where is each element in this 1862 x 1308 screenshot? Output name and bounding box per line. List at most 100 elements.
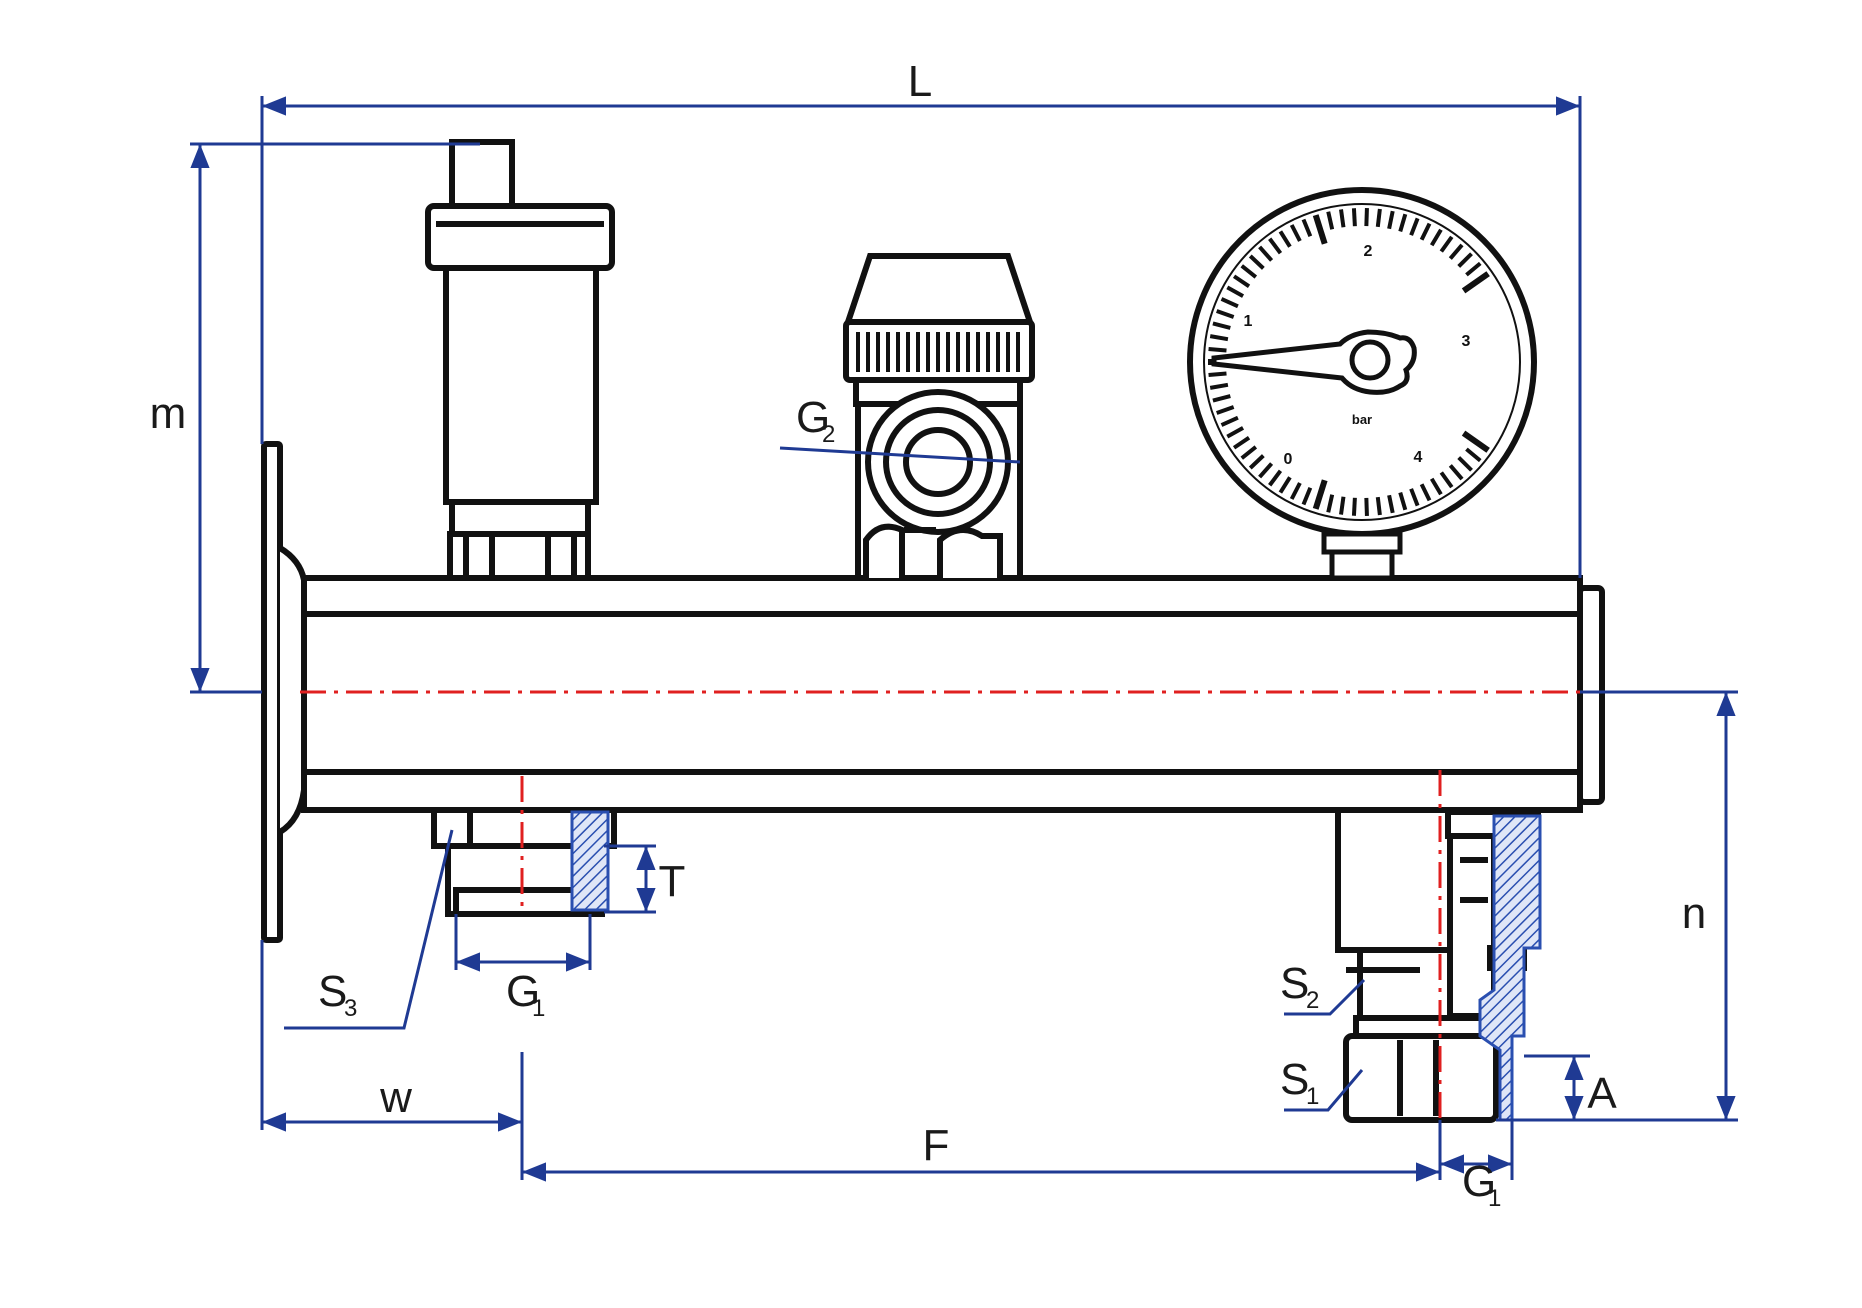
gauge-tick (1289, 224, 1302, 242)
gauge-tick (1409, 217, 1420, 236)
dimension-label-L: L (908, 57, 932, 106)
centerlines (300, 690, 1580, 1120)
svg-text:G: G (796, 393, 830, 442)
gauge-tick (1208, 347, 1227, 353)
gauge-tick (1268, 237, 1283, 255)
gauge-tick (1301, 218, 1313, 237)
dimension-label-m: m (150, 389, 187, 438)
gauge-tick (1226, 426, 1245, 439)
pressure-gauge: 0 1 2 3 4 bar (1187, 187, 1537, 581)
gauge-tick (1326, 494, 1335, 513)
gauge-tick (1278, 476, 1292, 494)
gauge-tick (1351, 497, 1357, 516)
callout-S3: S 3 (318, 967, 357, 1022)
gauge-tick (1387, 494, 1395, 514)
gauge-tick (1364, 208, 1369, 227)
gauge-tick (1312, 479, 1328, 510)
gauge-tick (1375, 496, 1382, 516)
svg-text:1: 1 (1306, 1083, 1319, 1110)
gauge-tick (1448, 243, 1464, 260)
gauge-label-1: 1 (1244, 313, 1253, 330)
gauge-ticks (1208, 208, 1490, 516)
gauge-tick (1209, 334, 1229, 342)
gauge-tick (1364, 497, 1369, 516)
gauge-tick (1461, 271, 1490, 294)
gauge-tick (1339, 209, 1346, 228)
gauge-tick (1258, 245, 1274, 262)
gauge-tick (1209, 382, 1229, 390)
gauge-tick (1465, 447, 1482, 463)
gauge-tick (1240, 264, 1258, 279)
callout-S1: S 1 (1280, 1055, 1319, 1110)
gauge-tick (1248, 454, 1265, 470)
gauge-tick (1289, 482, 1302, 500)
gauge-tick (1457, 456, 1473, 472)
gauge-tick (1465, 261, 1482, 277)
gauge-tick (1375, 208, 1382, 228)
gauge-tick (1248, 254, 1265, 270)
svg-text:S: S (1280, 1055, 1309, 1104)
gauge-tick (1351, 208, 1357, 227)
gauge-tick (1268, 469, 1283, 487)
flange-neck (278, 545, 307, 835)
dimension-label-F: F (923, 1121, 950, 1170)
svg-text:1: 1 (532, 995, 545, 1022)
gauge-tick (1216, 405, 1235, 415)
gauge-tick (1457, 252, 1473, 268)
gauge-tick (1387, 210, 1395, 230)
gauge-tick (1439, 471, 1454, 489)
callout-G1-left: G 1 (506, 967, 545, 1022)
gauge-tick (1232, 436, 1251, 450)
svg-text:1: 1 (1488, 1185, 1501, 1212)
gauge-tick (1216, 309, 1235, 319)
end-cap (1577, 585, 1605, 805)
gauge-label-2: 2 (1364, 243, 1373, 260)
gauge-tick (1429, 477, 1443, 496)
gauge-label-4: 4 (1414, 449, 1423, 466)
gauge-tick (1258, 462, 1274, 479)
gauge-tick (1212, 394, 1231, 403)
gauge-tick (1208, 371, 1227, 377)
gauge-tick (1226, 285, 1245, 298)
gauge-tick (1419, 222, 1432, 241)
leader-lines (284, 446, 1366, 1112)
gauge-tick (1448, 464, 1464, 481)
svg-text:3: 3 (344, 995, 357, 1022)
gauge-tick (1301, 487, 1313, 506)
gauge-tick (1398, 213, 1408, 233)
gauge-label-3: 3 (1462, 333, 1471, 350)
dimension-label-A: A (1587, 1069, 1617, 1118)
air-vent (425, 139, 615, 581)
gauge-tick (1278, 230, 1292, 248)
gauge-tick (1326, 211, 1335, 230)
gauge-tick (1240, 445, 1258, 460)
dimension-label-T: T (659, 857, 686, 906)
svg-text:S: S (1280, 959, 1309, 1008)
svg-text:2: 2 (822, 421, 835, 448)
svg-text:G: G (506, 967, 540, 1016)
ball-valve (1335, 807, 1541, 1123)
gauge-tick (1398, 491, 1408, 511)
gauge-unit: bar (1352, 412, 1372, 427)
svg-text:S: S (318, 967, 347, 1016)
gauge-tick (1220, 297, 1239, 309)
gauge-tick (1220, 415, 1239, 427)
safety-valve (843, 253, 1035, 581)
callout-S2: S 2 (1280, 959, 1319, 1014)
gauge-tick (1439, 235, 1454, 253)
gauge-label-0: 0 (1284, 451, 1293, 468)
dimension-lines (190, 96, 1738, 1182)
dimension-label-n: n (1682, 889, 1706, 938)
gauge-tick (1212, 321, 1231, 330)
left-fitting-section-hatch (570, 810, 610, 912)
dimension-label-w: w (379, 1073, 412, 1122)
gauge-tick (1232, 274, 1251, 288)
gauge-tick (1409, 488, 1420, 507)
gauge-tick (1312, 214, 1328, 245)
gauge-tick (1461, 430, 1490, 453)
svg-text:G: G (1462, 1157, 1496, 1206)
callout-G2: G 2 (796, 393, 835, 448)
gauge-tick (1429, 228, 1443, 247)
manifold-body (261, 441, 1605, 943)
